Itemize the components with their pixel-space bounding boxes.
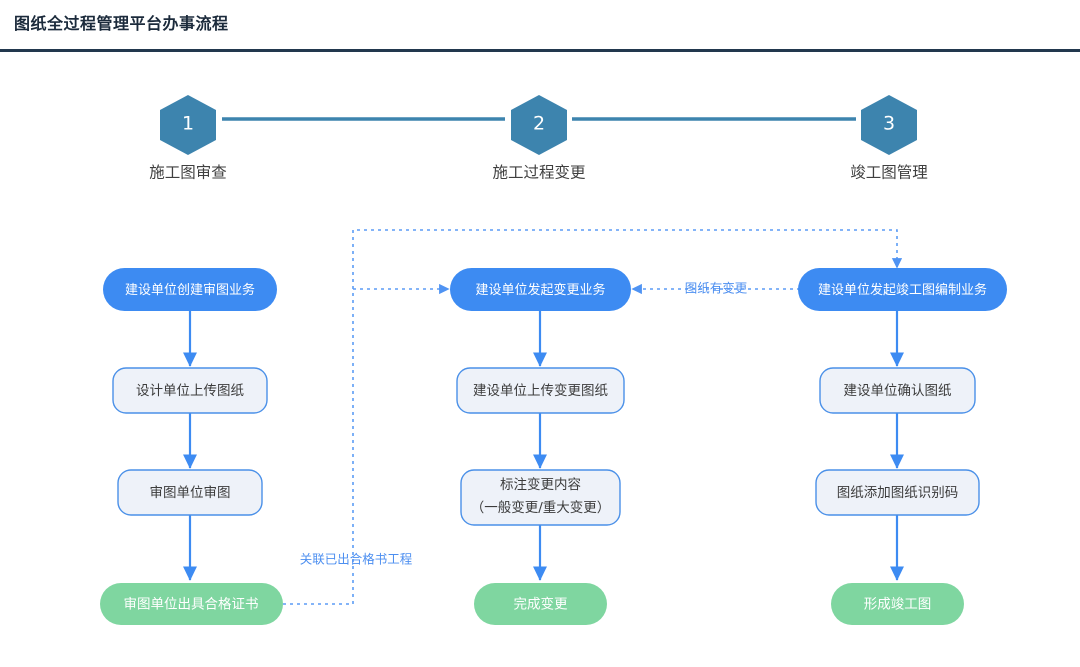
node-shape <box>103 268 277 311</box>
node-shape <box>815 469 980 516</box>
dotted-path-cert-to-completion <box>283 229 903 605</box>
column-completion: 建设单位发起竣工图编制业务 建设单位确认图纸 图纸添加图纸识别码 形成竣工图 <box>798 268 1007 625</box>
node-label: 完成变更 <box>514 597 568 613</box>
node-label: 建设单位确认图纸 <box>844 383 952 399</box>
node-shape <box>112 367 268 414</box>
node-label: 审图单位审图 <box>150 485 231 501</box>
node-label: 建设单位发起竣工图编制业务 <box>818 282 987 298</box>
dotted-connectors: 图纸有变更 关联已出合格书工程 <box>283 229 903 605</box>
node-shape <box>460 469 621 526</box>
step-caption: 竣工图管理 <box>850 164 928 182</box>
node-shape <box>819 367 976 414</box>
node-review-examine[interactable]: 审图单位审图 <box>117 469 263 516</box>
node-label: 建设单位创建审图业务 <box>125 282 255 298</box>
node-shape <box>100 583 283 625</box>
node-completion-result[interactable]: 形成竣工图 <box>831 583 964 625</box>
hexagon-icon <box>511 95 567 155</box>
node-label: 建设单位上传变更图纸 <box>473 383 608 399</box>
node-completion-add-code[interactable]: 图纸添加图纸识别码 <box>815 469 980 516</box>
edge-label-link-certified-project: 关联已出合格书工程 <box>300 552 413 567</box>
node-completion-confirm[interactable]: 建设单位确认图纸 <box>819 367 976 414</box>
hexagon-icon <box>160 95 216 155</box>
node-review-certificate[interactable]: 审图单位出具合格证书 <box>100 583 283 625</box>
node-review-upload[interactable]: 设计单位上传图纸 <box>112 367 268 414</box>
node-shape <box>450 268 631 311</box>
node-change-upload[interactable]: 建设单位上传变更图纸 <box>456 367 625 414</box>
column-change: 建设单位发起变更业务 建设单位上传变更图纸 标注变更内容 （一般变更/重大变更）… <box>450 268 631 625</box>
node-shape <box>456 367 625 414</box>
node-shape <box>117 469 263 516</box>
node-change-annotate[interactable]: 标注变更内容 （一般变更/重大变更） <box>460 469 621 526</box>
step-caption: 施工过程变更 <box>492 164 586 182</box>
step-caption: 施工图审查 <box>149 164 227 182</box>
step-number: 1 <box>182 113 194 135</box>
node-label-line2: （一般变更/重大变更） <box>471 500 611 516</box>
node-completion-initiate[interactable]: 建设单位发起竣工图编制业务 <box>798 268 1007 311</box>
node-label: 建设单位发起变更业务 <box>475 282 605 298</box>
hexagon-icon <box>861 95 917 155</box>
node-shape <box>474 583 607 625</box>
node-change-complete[interactable]: 完成变更 <box>474 583 607 625</box>
step-marker-3[interactable]: 3 竣工图管理 <box>850 95 928 182</box>
node-label: 审图单位出具合格证书 <box>124 597 259 613</box>
step-number: 2 <box>533 113 545 135</box>
step-marker-1[interactable]: 1 施工图审查 <box>149 95 227 182</box>
node-label-line1: 标注变更内容 <box>500 476 581 493</box>
page-title: 图纸全过程管理平台办事流程 <box>14 14 229 33</box>
node-label: 形成竣工图 <box>864 597 932 613</box>
node-label: 设计单位上传图纸 <box>136 383 244 399</box>
node-label: 图纸添加图纸识别码 <box>837 485 959 501</box>
step-marker-2[interactable]: 2 施工过程变更 <box>492 95 586 182</box>
column-review: 建设单位创建审图业务 设计单位上传图纸 审图单位审图 审图单位出具合格证书 <box>100 268 283 625</box>
step-bar: 1 施工图审查 2 施工过程变更 3 竣工图管理 <box>149 95 928 182</box>
node-shape <box>798 268 1007 311</box>
step-number: 3 <box>883 113 895 135</box>
title-divider <box>0 49 1080 52</box>
node-shape <box>831 583 964 625</box>
edge-label-drawing-changed: 图纸有变更 <box>685 281 748 296</box>
node-review-create[interactable]: 建设单位创建审图业务 <box>103 268 277 311</box>
node-change-initiate[interactable]: 建设单位发起变更业务 <box>450 268 631 311</box>
